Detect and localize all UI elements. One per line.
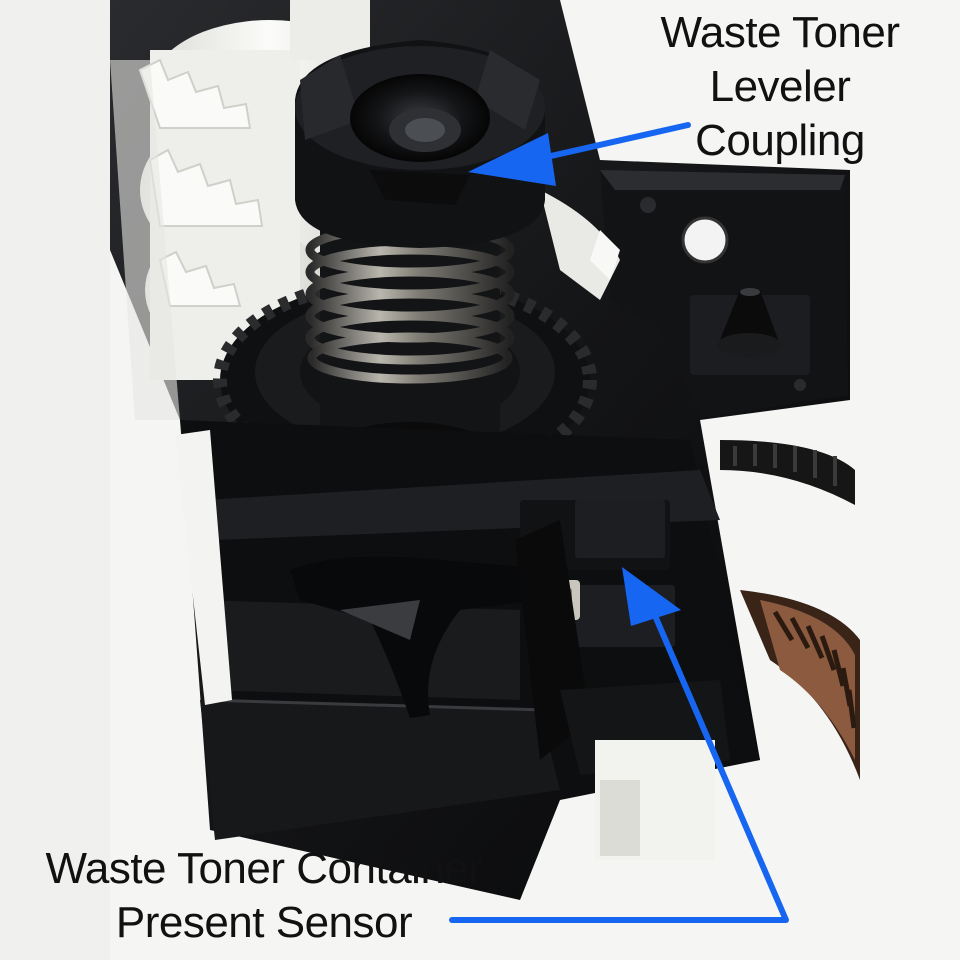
- coupling-label-line-1: Waste Toner: [660, 8, 900, 57]
- sensor-label-line-1: Waste Toner Container: [45, 844, 483, 893]
- sensor-label: Waste Toner Container Present Sensor: [14, 842, 514, 950]
- sensor-compartment: [180, 420, 760, 860]
- coupling-arrow: [468, 122, 691, 186]
- coupling-label-line-2: Leveler: [709, 62, 851, 111]
- sensor-label-line-2: Present Sensor: [115, 898, 413, 947]
- coupling-label: Waste Toner Leveler Coupling: [600, 6, 960, 168]
- coupling-label-line-3: Coupling: [695, 116, 865, 165]
- drive-belt: [720, 440, 860, 780]
- sensor-arrow: [449, 567, 789, 923]
